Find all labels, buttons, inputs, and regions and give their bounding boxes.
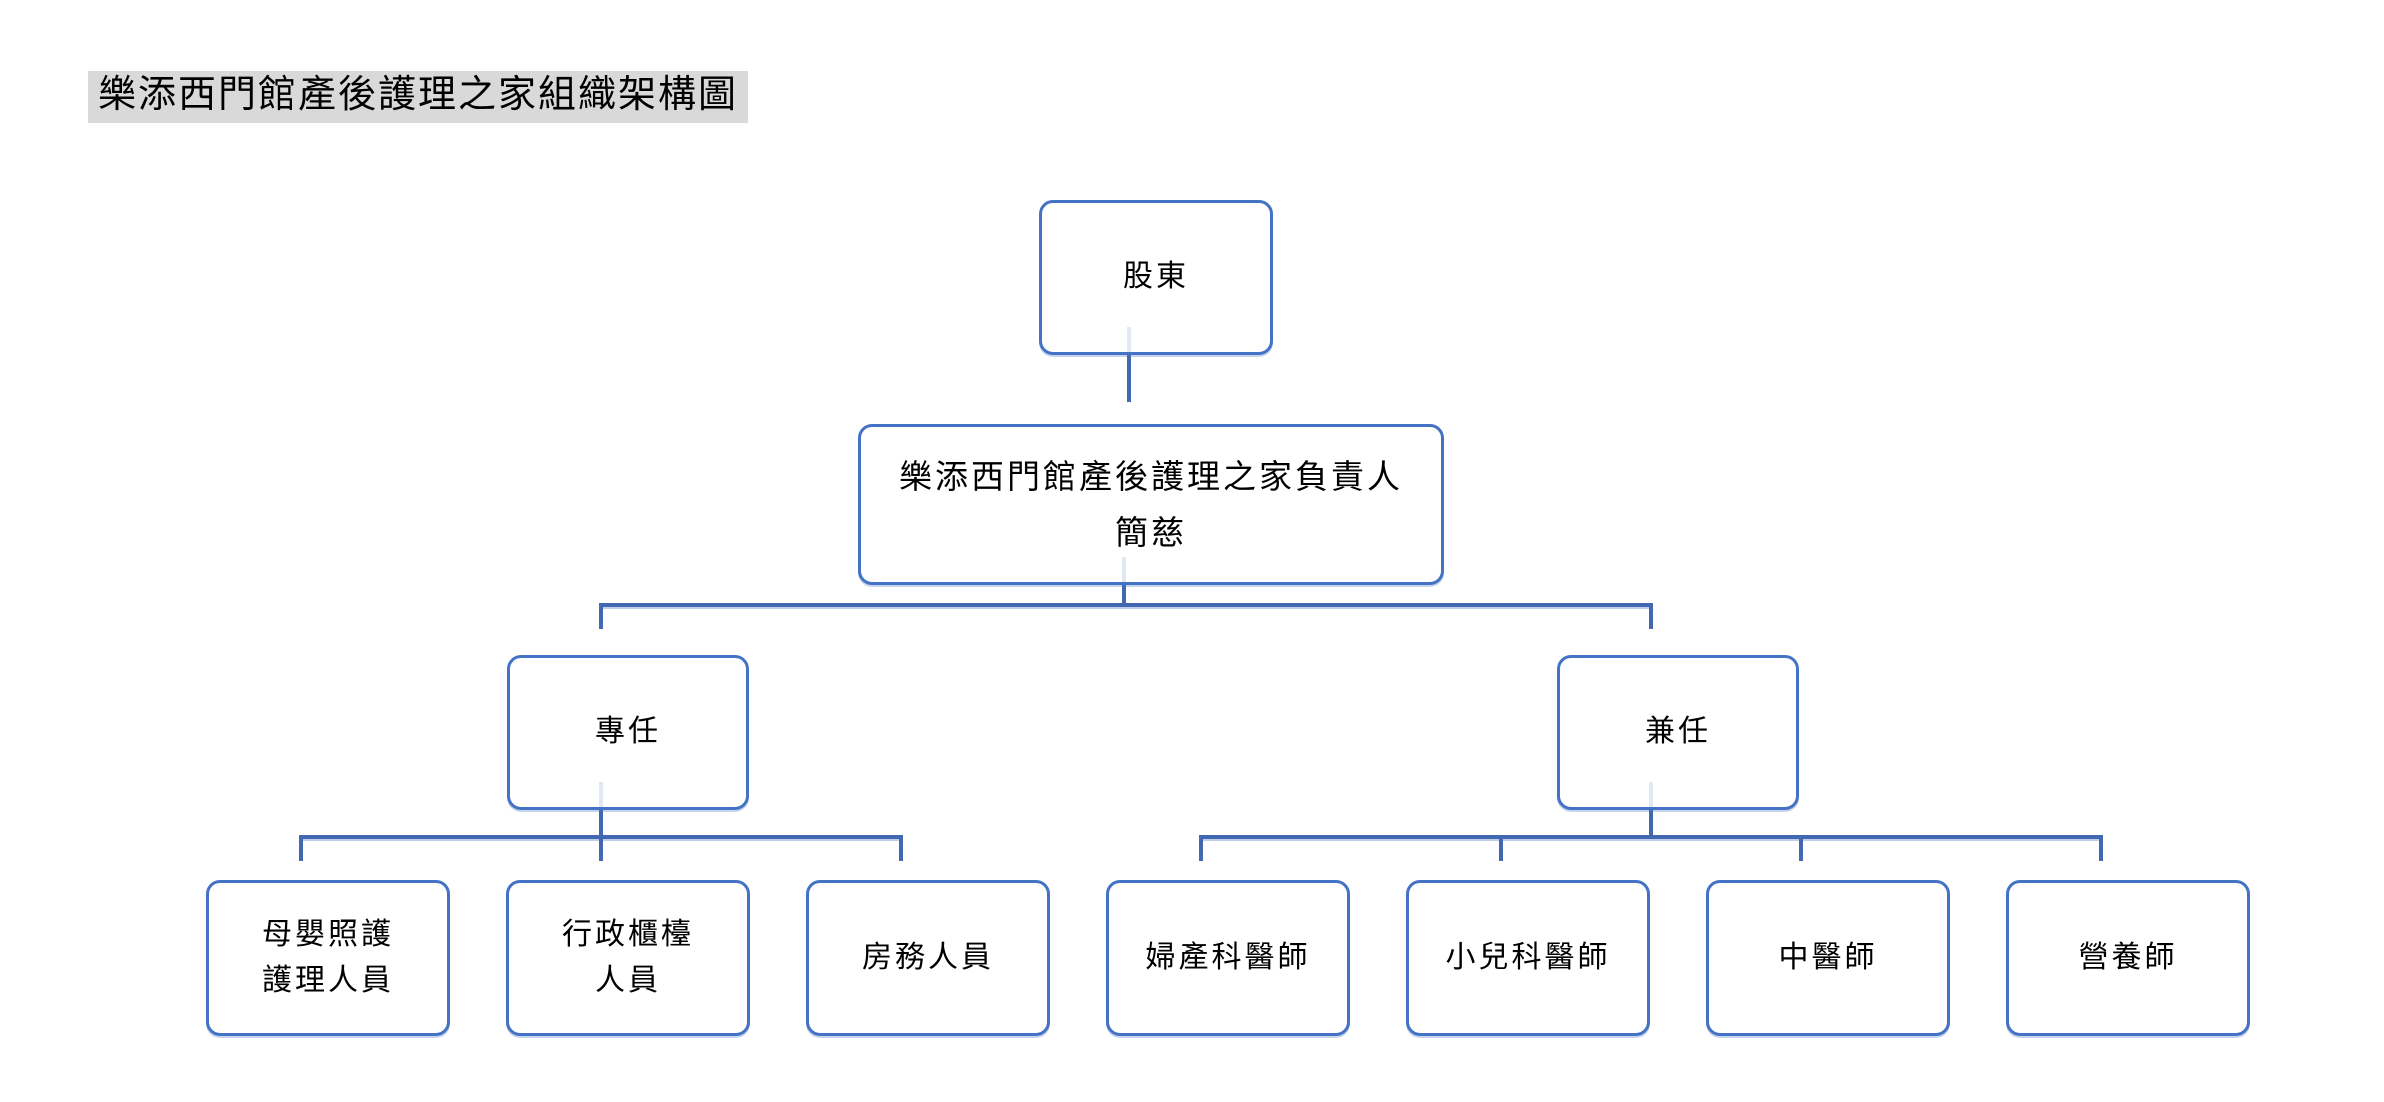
connector-drop-fulltime — [599, 603, 603, 629]
connector-parttime-stub — [1649, 810, 1653, 839]
connector-drop-parttime — [1649, 603, 1653, 629]
page-title: 樂添西門館產後護理之家組織架構圖 — [88, 71, 749, 123]
node-fulltime-label: 專任 — [595, 714, 661, 750]
connector-parttime-rail — [1199, 835, 2103, 839]
node-fulltime-group[interactable]: 專任 — [507, 655, 749, 810]
connector-groups-rail — [599, 603, 1653, 607]
connector-director-internal-stub — [1122, 557, 1126, 582]
connector-director-stub — [1122, 585, 1126, 607]
node-housekeeping-staff[interactable]: 房務人員 — [806, 880, 1050, 1036]
connector-fulltime-stub — [599, 810, 603, 839]
node-parttime-group[interactable]: 兼任 — [1557, 655, 1799, 810]
node-parttime-label: 兼任 — [1645, 714, 1711, 750]
node-pediatrician-label: 小兒科醫師 — [1445, 939, 1611, 975]
node-pediatrician[interactable]: 小兒科醫師 — [1406, 880, 1650, 1036]
connector-parttime-internal-stub — [1649, 782, 1653, 807]
node-tcm-doctor-label: 中醫師 — [1778, 939, 1878, 975]
node-director[interactable]: 樂添西門館產後護理之家負責人 簡慈 — [858, 424, 1444, 585]
connector-fulltime-internal-stub — [599, 782, 603, 807]
connector-drop-dietitian — [2099, 835, 2103, 861]
node-tcm-doctor[interactable]: 中醫師 — [1706, 880, 1950, 1036]
node-front-desk-staff-label: 行政櫃檯 人員 — [562, 916, 694, 999]
connector-drop-obstetrician — [1199, 835, 1203, 861]
connector-drop-tcm — [1799, 835, 1803, 861]
node-obstetrician[interactable]: 婦產科醫師 — [1106, 880, 1350, 1036]
node-housekeeping-staff-label: 房務人員 — [862, 939, 994, 975]
node-obstetrician-label: 婦產科醫師 — [1145, 939, 1311, 975]
node-dietitian-label: 營養師 — [2078, 939, 2178, 975]
connector-drop-pediatrician — [1499, 835, 1503, 861]
node-front-desk-staff[interactable]: 行政櫃檯 人員 — [506, 880, 750, 1036]
connector-root-internal-stub — [1127, 327, 1131, 352]
node-director-label: 樂添西門館產後護理之家負責人 簡慈 — [899, 457, 1403, 552]
connector-drop-housekeeping — [899, 835, 903, 861]
node-maternal-infant-care-nurses[interactable]: 母嬰照護 護理人員 — [206, 880, 450, 1036]
node-maternal-infant-care-nurses-label: 母嬰照護 護理人員 — [262, 916, 394, 999]
node-dietitian[interactable]: 營養師 — [2006, 880, 2250, 1036]
connector-root-director — [1127, 355, 1131, 402]
connector-drop-maternal-infant — [299, 835, 303, 861]
connector-drop-front-desk — [599, 835, 603, 861]
node-shareholders-label: 股東 — [1123, 259, 1189, 295]
node-shareholders[interactable]: 股東 — [1039, 200, 1273, 355]
